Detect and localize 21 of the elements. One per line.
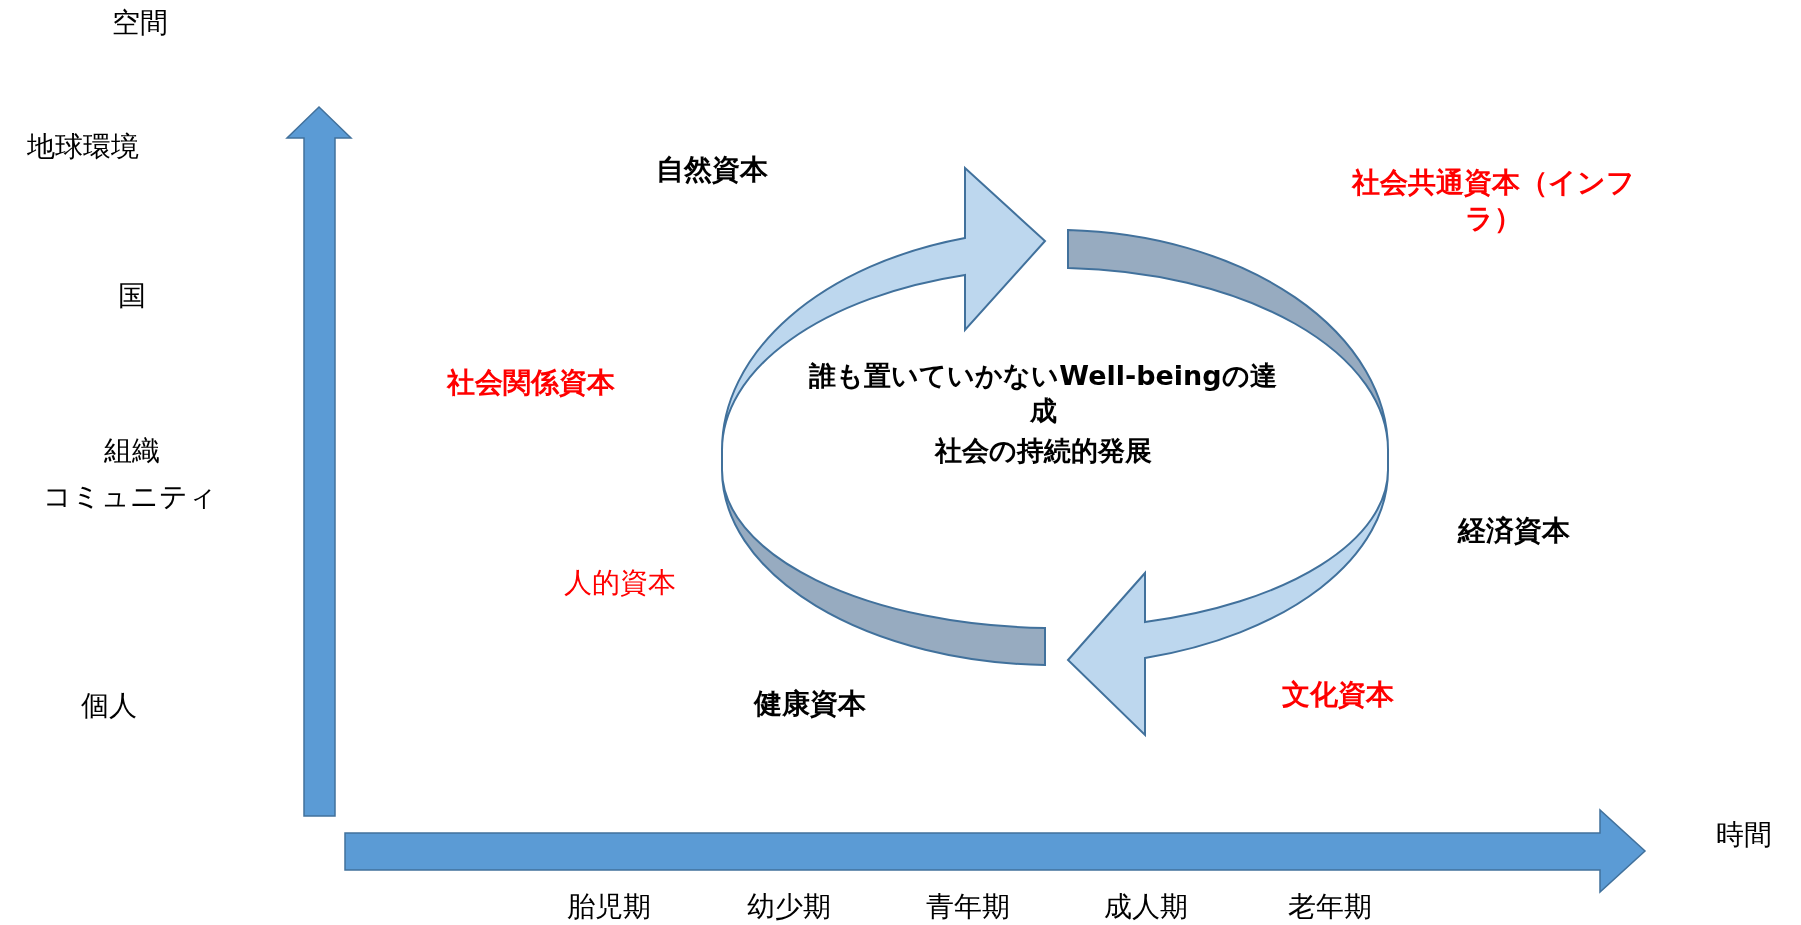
tick-label: 青年期	[926, 888, 1010, 925]
tick-label: 組織	[104, 432, 160, 469]
capital-label: 文化資本	[1282, 676, 1394, 713]
tick-label: 老年期	[1288, 888, 1372, 925]
center-text: 誰も置いていかないWell-beingの達成	[808, 358, 1278, 428]
tick-label: 成人期	[1104, 888, 1188, 925]
axis-label: 時間	[1716, 816, 1772, 853]
tick-label: コミュニティ	[43, 478, 217, 515]
center-text: 社会の持続的発展	[934, 434, 1152, 469]
tick-label: 胎児期	[567, 888, 651, 925]
capital-label: 経済資本	[1458, 512, 1570, 549]
capital-label: 自然資本	[656, 151, 768, 188]
tick-label: 地球環境	[27, 128, 139, 165]
tick-label: 個人	[81, 687, 137, 724]
capital-label: 人的資本	[564, 564, 676, 601]
tick-label: 国	[118, 277, 146, 314]
axis-label: 空間	[112, 4, 168, 41]
capital-label: 社会関係資本	[447, 364, 615, 401]
capital-label: 社会共通資本（インフラ）	[1350, 164, 1636, 237]
capital-label: 健康資本	[754, 685, 866, 722]
tick-label: 幼少期	[747, 888, 831, 925]
